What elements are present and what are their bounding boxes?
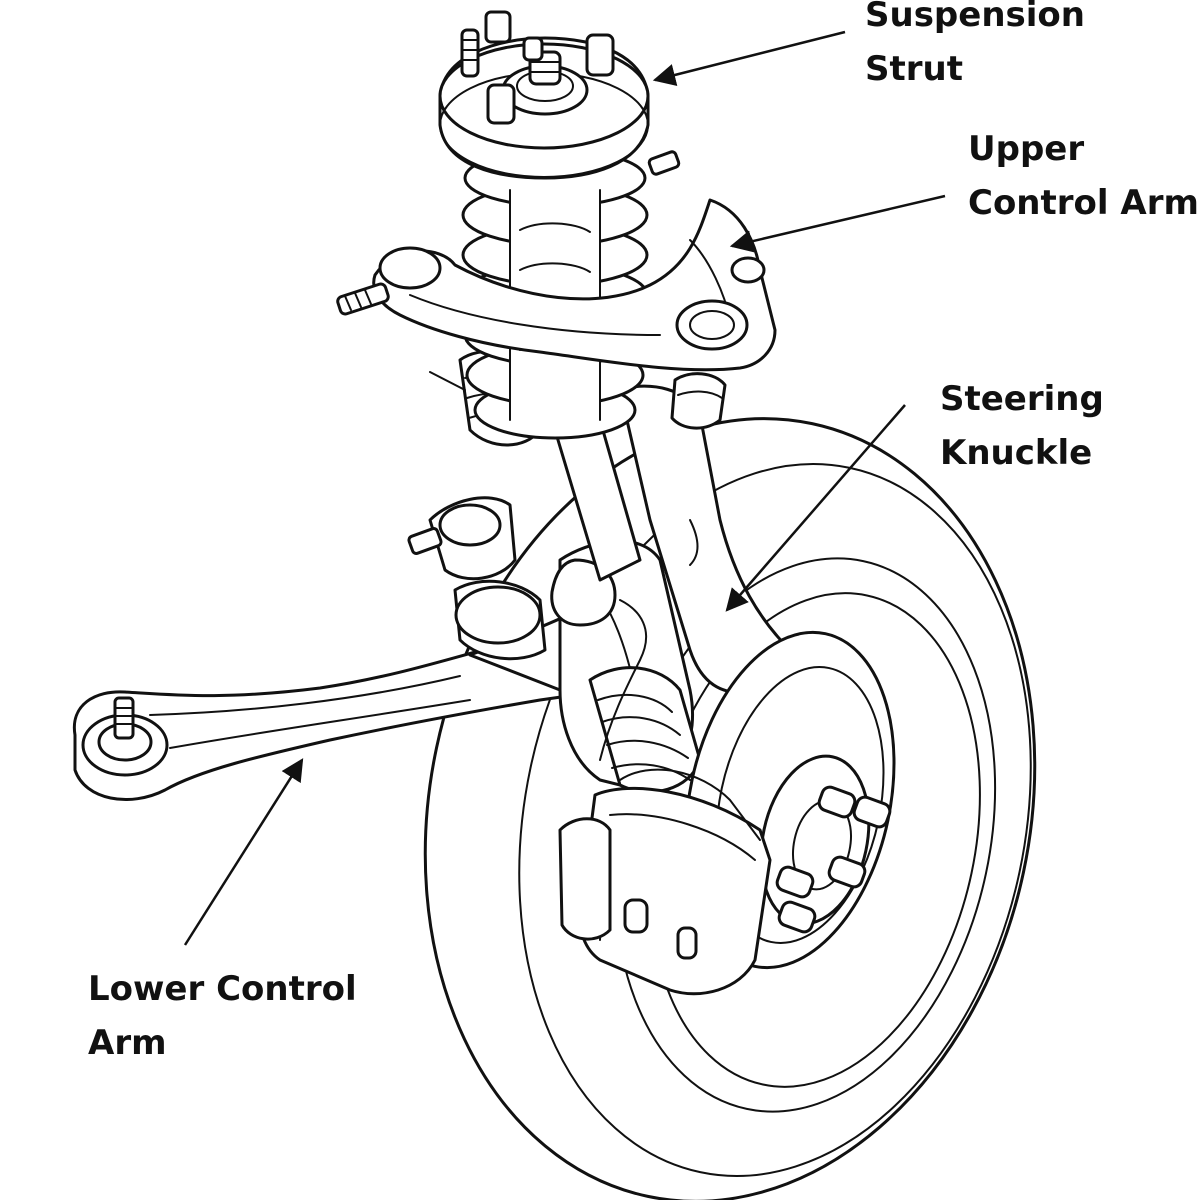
leader-upper-control-arm [729, 194, 946, 253]
lug-nuts [775, 785, 892, 934]
label-lower-control-arm-line1: Lower Control [88, 969, 357, 1009]
label-lower-control-arm: Lower Control Arm [88, 758, 357, 1063]
brake-line [599, 599, 647, 761]
lower-arm-bushing [407, 496, 547, 661]
upper-ball-joint [670, 372, 727, 430]
leader-suspension-strut [652, 30, 846, 86]
strut-top-mount [438, 10, 650, 180]
label-suspension-strut-line2: Strut [865, 49, 963, 89]
label-suspension-strut: Suspension Strut [652, 0, 1085, 89]
leader-lower-control-arm [183, 758, 304, 946]
label-suspension-strut-line1: Suspension [865, 0, 1085, 35]
upper-control-arm [336, 150, 777, 372]
brake-caliper [558, 768, 772, 996]
label-upper-control-arm-line1: Upper [968, 129, 1084, 169]
label-steering-knuckle-line2: Knuckle [940, 433, 1092, 473]
label-upper-control-arm: Upper Control Arm [729, 129, 1199, 253]
label-upper-control-arm-line2: Control Arm [968, 183, 1199, 223]
label-steering-knuckle: Steering Knuckle [725, 379, 1104, 612]
label-steering-knuckle-line1: Steering [940, 379, 1104, 419]
leader-steering-knuckle [725, 404, 906, 612]
label-lower-control-arm-line2: Arm [88, 1023, 167, 1063]
